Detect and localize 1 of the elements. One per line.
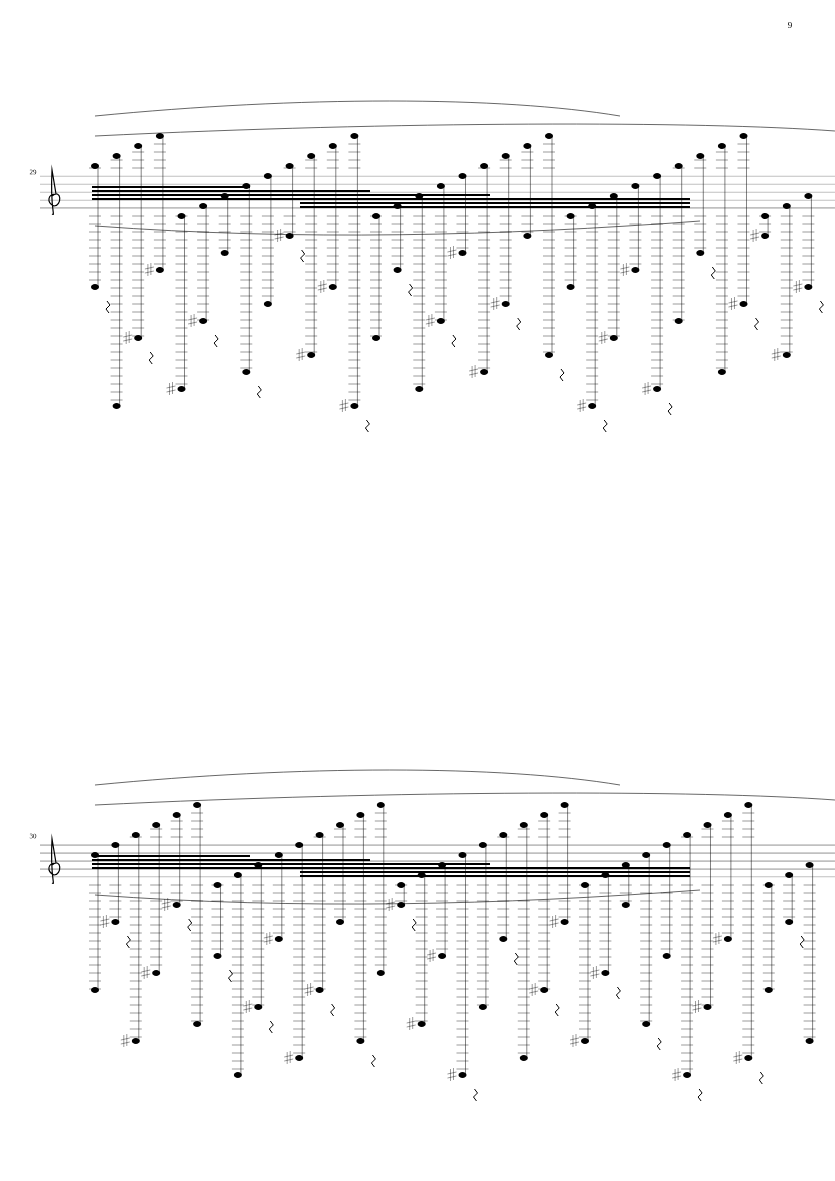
page-number: 9 (788, 22, 792, 29)
